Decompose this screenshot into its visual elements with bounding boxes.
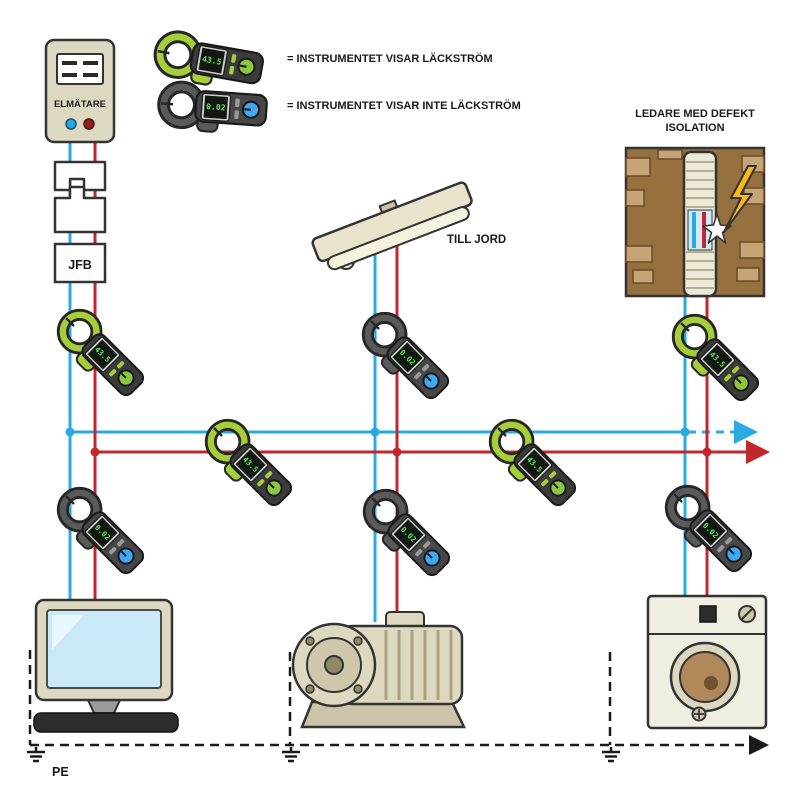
clamp-meter-motor-branch: 0.02	[356, 486, 454, 584]
pe-earth-network	[28, 650, 769, 755]
motor-fins	[384, 630, 453, 700]
to-ground-label: TILL JORD	[447, 234, 506, 246]
motor-shaft-hub	[324, 655, 344, 675]
washer-door-hub	[704, 676, 718, 690]
clamp-meter-defect-conductor: 43.5	[665, 311, 763, 409]
svg-text:43.5: 43.5	[201, 55, 222, 67]
electricity-meter: ELMÄTARE	[44, 38, 116, 144]
clamp-meter-service-line: 43.5	[50, 306, 148, 404]
wire-junction-dots	[65, 427, 712, 457]
light-fixture: TILL JORD	[311, 181, 506, 271]
defect-label-line2: ISOLATION	[665, 122, 724, 134]
clamp-meter-lighting-branch: 0.02	[355, 309, 453, 407]
keyboard	[33, 712, 179, 733]
ground-symbol	[280, 745, 302, 763]
meter-live-terminal	[83, 118, 95, 130]
washer-display	[699, 605, 717, 623]
clamp-meter-computer-branch: 0.02	[50, 484, 148, 582]
meter-neutral-terminal	[65, 118, 77, 130]
svg-text:0.02: 0.02	[206, 102, 226, 112]
clamp-meter-washer-branch: 0.02	[658, 482, 756, 580]
clamp-meter-main-line-2: 43.5	[482, 416, 580, 514]
legend-clamp-no-leakage: 0.02	[159, 86, 267, 136]
monitor-screen	[46, 609, 162, 689]
computer	[33, 598, 179, 733]
connector-block-upper	[53, 160, 107, 192]
pe-label: PE	[52, 765, 69, 779]
lightning-bolt-icon	[723, 165, 757, 233]
fluorescent-tube	[326, 206, 470, 271]
defect-label-line1: LEDARE MED DEFEKT	[635, 108, 755, 120]
defective-insulation-wall: LEDARE MED DEFEKT ISOLATION	[624, 108, 766, 298]
jfb-label: JFB	[68, 258, 92, 272]
monitor-stand	[86, 699, 122, 714]
legend: 43.5 = INSTRUMENTET VISAR LÄCKSTRÖM 0.02…	[153, 34, 521, 136]
meter-label: ELMÄTARE	[54, 99, 106, 110]
motor-bolts	[305, 636, 363, 694]
cable-ribs	[686, 161, 714, 289]
legend-label-no-leakage: = INSTRUMENTET VISAR INTE LÄCKSTRÖM	[287, 99, 521, 112]
washing-machine	[646, 594, 768, 730]
screen-glare	[52, 615, 84, 650]
ground-symbol	[600, 745, 622, 763]
washer-door-glass	[679, 651, 731, 703]
connector-block-lower	[53, 185, 107, 234]
ground-symbol	[25, 745, 47, 763]
jfb-breaker: JFB	[53, 242, 107, 284]
meter-display	[56, 53, 104, 85]
service-connector-blocks	[53, 160, 107, 234]
clamp-meter-main-line-1: 43.5	[198, 416, 296, 514]
wall-bricks	[625, 149, 765, 284]
legend-label-leakage: = INSTRUMENTET VISAR LÄCKSTRÖM	[287, 52, 493, 65]
electric-motor	[291, 611, 466, 729]
legend-clamp-leakage: 43.5	[153, 34, 264, 94]
